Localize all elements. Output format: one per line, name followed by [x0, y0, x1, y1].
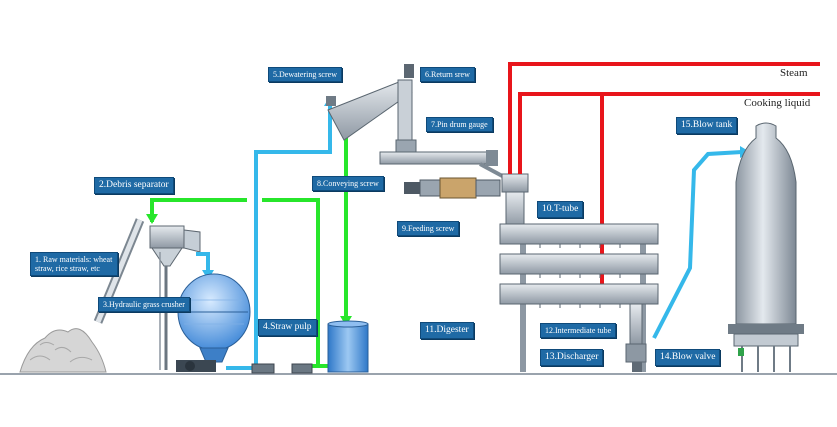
straw-pulp-tank: [327, 320, 369, 373]
label-blow-tank: 15.Blow tank: [676, 117, 738, 134]
label-feeding-screw: 9.Feeding screw: [397, 221, 460, 237]
label-steam: Steam: [780, 67, 808, 79]
pulp-arrow-2: [146, 214, 158, 224]
label-raw-materials: 1. Raw materials: wheat straw, rice stra…: [30, 252, 118, 277]
label-intermediate-tube: 12.Intermediate tube: [540, 323, 617, 339]
label-digester: 11.Digester: [420, 322, 474, 339]
pulp-lines: [150, 138, 348, 368]
raw-material-pile: [19, 328, 107, 373]
pump-1: [251, 363, 275, 374]
label-straw-pulp: 4.Straw pulp: [258, 319, 317, 336]
feeding-screw: [404, 177, 501, 199]
label-blow-valve: 14.Blow valve: [655, 349, 721, 366]
t-tube: [501, 173, 529, 227]
label-dewatering-screw: 5.Dewatering screw: [268, 67, 342, 83]
digester: [499, 223, 659, 372]
label-conveying-screw: 8.Conveying screw: [312, 176, 384, 192]
label-discharger: 13.Discharger: [540, 349, 604, 366]
label-t-tube: 10.T-tube: [537, 201, 584, 218]
pump-2: [291, 363, 313, 374]
label-debris-separator: 2.Debris separator: [94, 177, 174, 194]
label-hydraulic-grass-crusher: 3.Hydraulic grass crusher: [98, 297, 190, 313]
blow-tank: [728, 122, 804, 372]
label-cooking-liquid: Cooking liquid: [744, 97, 811, 109]
discharger: [625, 303, 647, 372]
conveying-screw: [379, 150, 507, 180]
label-pin-drum-gauge: 7.Pin drum gauge: [426, 117, 493, 133]
label-return-screw: 6.Return srew: [420, 67, 475, 83]
water-lines: [196, 104, 743, 370]
hydraulic-grass-crusher: [176, 273, 251, 372]
